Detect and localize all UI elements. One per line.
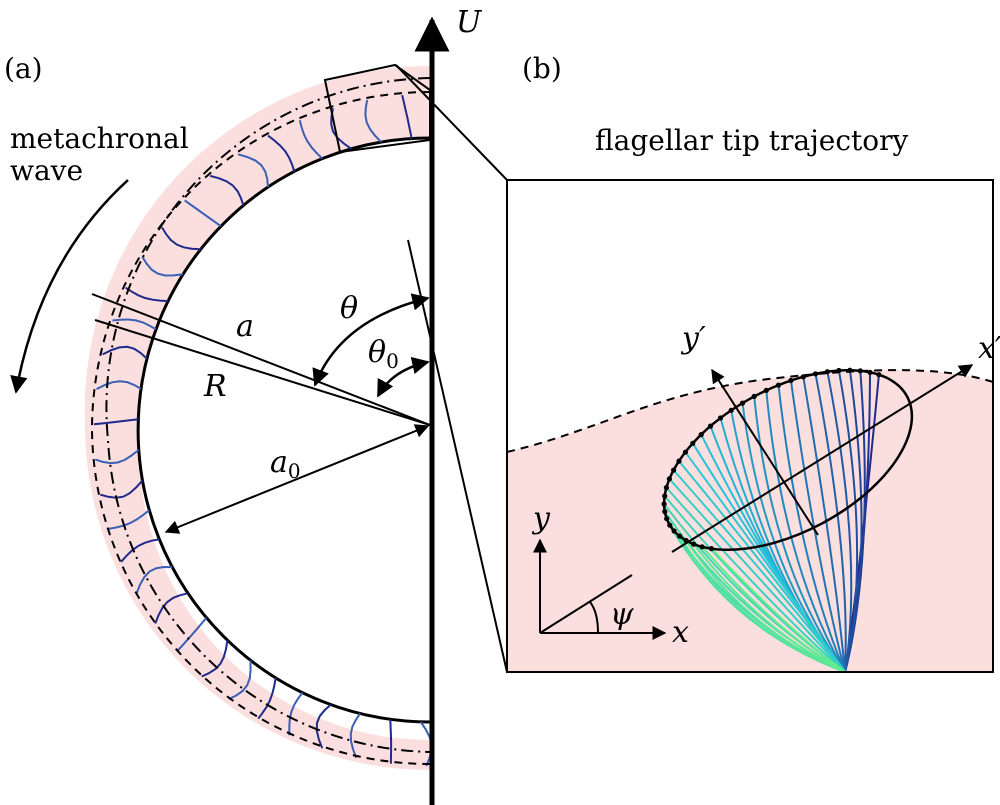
flagellum-trajectory [710, 547, 846, 672]
zoom-window [323, 63, 431, 154]
fitted-ellipse [662, 368, 914, 552]
radius-R-line [94, 319, 431, 426]
y-label: y [531, 501, 551, 536]
cilium-strand [201, 640, 229, 678]
y-prime-axis [711, 368, 819, 536]
x-prime-axis [671, 364, 974, 553]
cilium-strand [102, 345, 148, 360]
psi-label: ψ [610, 597, 634, 632]
dashdot-envelope [105, 77, 431, 753]
flagellum-trajectory [765, 390, 846, 672]
psi-ray [539, 574, 633, 634]
cilia-strands [93, 94, 433, 767]
panel-a: (a) metachronal wave U θ θ0 a R a0 [4, 5, 483, 805]
cilium-strand [120, 538, 160, 563]
cilium-strand [161, 226, 201, 251]
cilium-strand [364, 99, 382, 143]
cilium-strand [135, 565, 173, 594]
cilium-strand [96, 380, 142, 390]
flagellum-trajectory [826, 371, 853, 672]
R-label: R [203, 369, 227, 404]
a-label: a [236, 309, 254, 344]
cilium-strand [100, 479, 144, 499]
cilium-strand [267, 134, 296, 172]
cilium-strand [315, 703, 332, 749]
zoom-contents [507, 364, 993, 672]
panel-a-label: (a) [4, 52, 43, 85]
flagellum-trajectory [837, 370, 859, 672]
cilium-strand [237, 153, 269, 188]
x-label: x [672, 615, 689, 650]
flagellum-trajectory [814, 373, 847, 672]
cilium-strand [154, 592, 189, 624]
cilium-strand [112, 318, 157, 331]
cilium-strand [330, 108, 352, 150]
cilium-strand [125, 286, 169, 303]
ciliary-layer [84, 65, 431, 771]
cilium-strand [209, 174, 245, 206]
zoom-envelope-dashed [507, 369, 993, 453]
cilium-strand [93, 418, 139, 426]
psi-arc [589, 601, 599, 634]
cilium-strand [349, 712, 361, 759]
x-prime-label: x′ [978, 331, 1000, 366]
cilium-strand [288, 692, 304, 736]
theta-arc [312, 293, 430, 387]
cilium-strand [389, 719, 393, 764]
flagellum-trajectory [789, 380, 846, 672]
flagellum-trajectory [802, 376, 846, 672]
flagellum-trajectory [685, 539, 846, 672]
metachronal-wave-arrow [10, 179, 129, 394]
cilium-strand [176, 617, 208, 652]
velocity-U-label: U [456, 5, 483, 40]
flagellum-trajectory [777, 384, 846, 672]
theta0-label: θ0 [368, 335, 399, 373]
flagellum-trajectory [672, 469, 846, 672]
theta-label: θ [340, 291, 358, 326]
flagellum-trajectory [692, 543, 846, 672]
panel-b: (b) flagellar tip trajectory y x ψ x′ y′ [506, 52, 1000, 673]
cilium-strand [298, 120, 323, 160]
cilium-strand [184, 199, 222, 228]
cilium-strand [95, 449, 140, 465]
panel-b-title: flagellar tip trajectory [595, 124, 909, 157]
panel-b-label: (b) [522, 52, 562, 85]
flagellum-trajectory [668, 478, 846, 672]
zoom-connector-top [395, 64, 508, 181]
cell-body-outline [136, 136, 431, 724]
flagellum-trajectory [678, 460, 846, 672]
cilium-strand [228, 660, 252, 700]
cilium-strand [108, 509, 150, 530]
wave-label: wave [10, 154, 83, 187]
flagellum-trajectory [753, 396, 846, 672]
radius-a0-arrow [164, 424, 430, 534]
radius-a-line [91, 293, 431, 426]
zoom-frame [506, 179, 994, 673]
cilium-strand [257, 677, 277, 720]
y-prime-label: y′ [680, 321, 706, 356]
cilium-strand [401, 94, 413, 139]
a0-label: a0 [270, 445, 301, 483]
metachronal-label: metachronal [10, 122, 189, 155]
zoom-connector-bottom [407, 239, 508, 673]
flagellum-trajectory [701, 546, 846, 672]
flagellum-trajectory [665, 486, 846, 672]
dashed-envelope [90, 91, 431, 765]
cilium-strand [141, 256, 184, 277]
theta0-arc [376, 356, 430, 398]
